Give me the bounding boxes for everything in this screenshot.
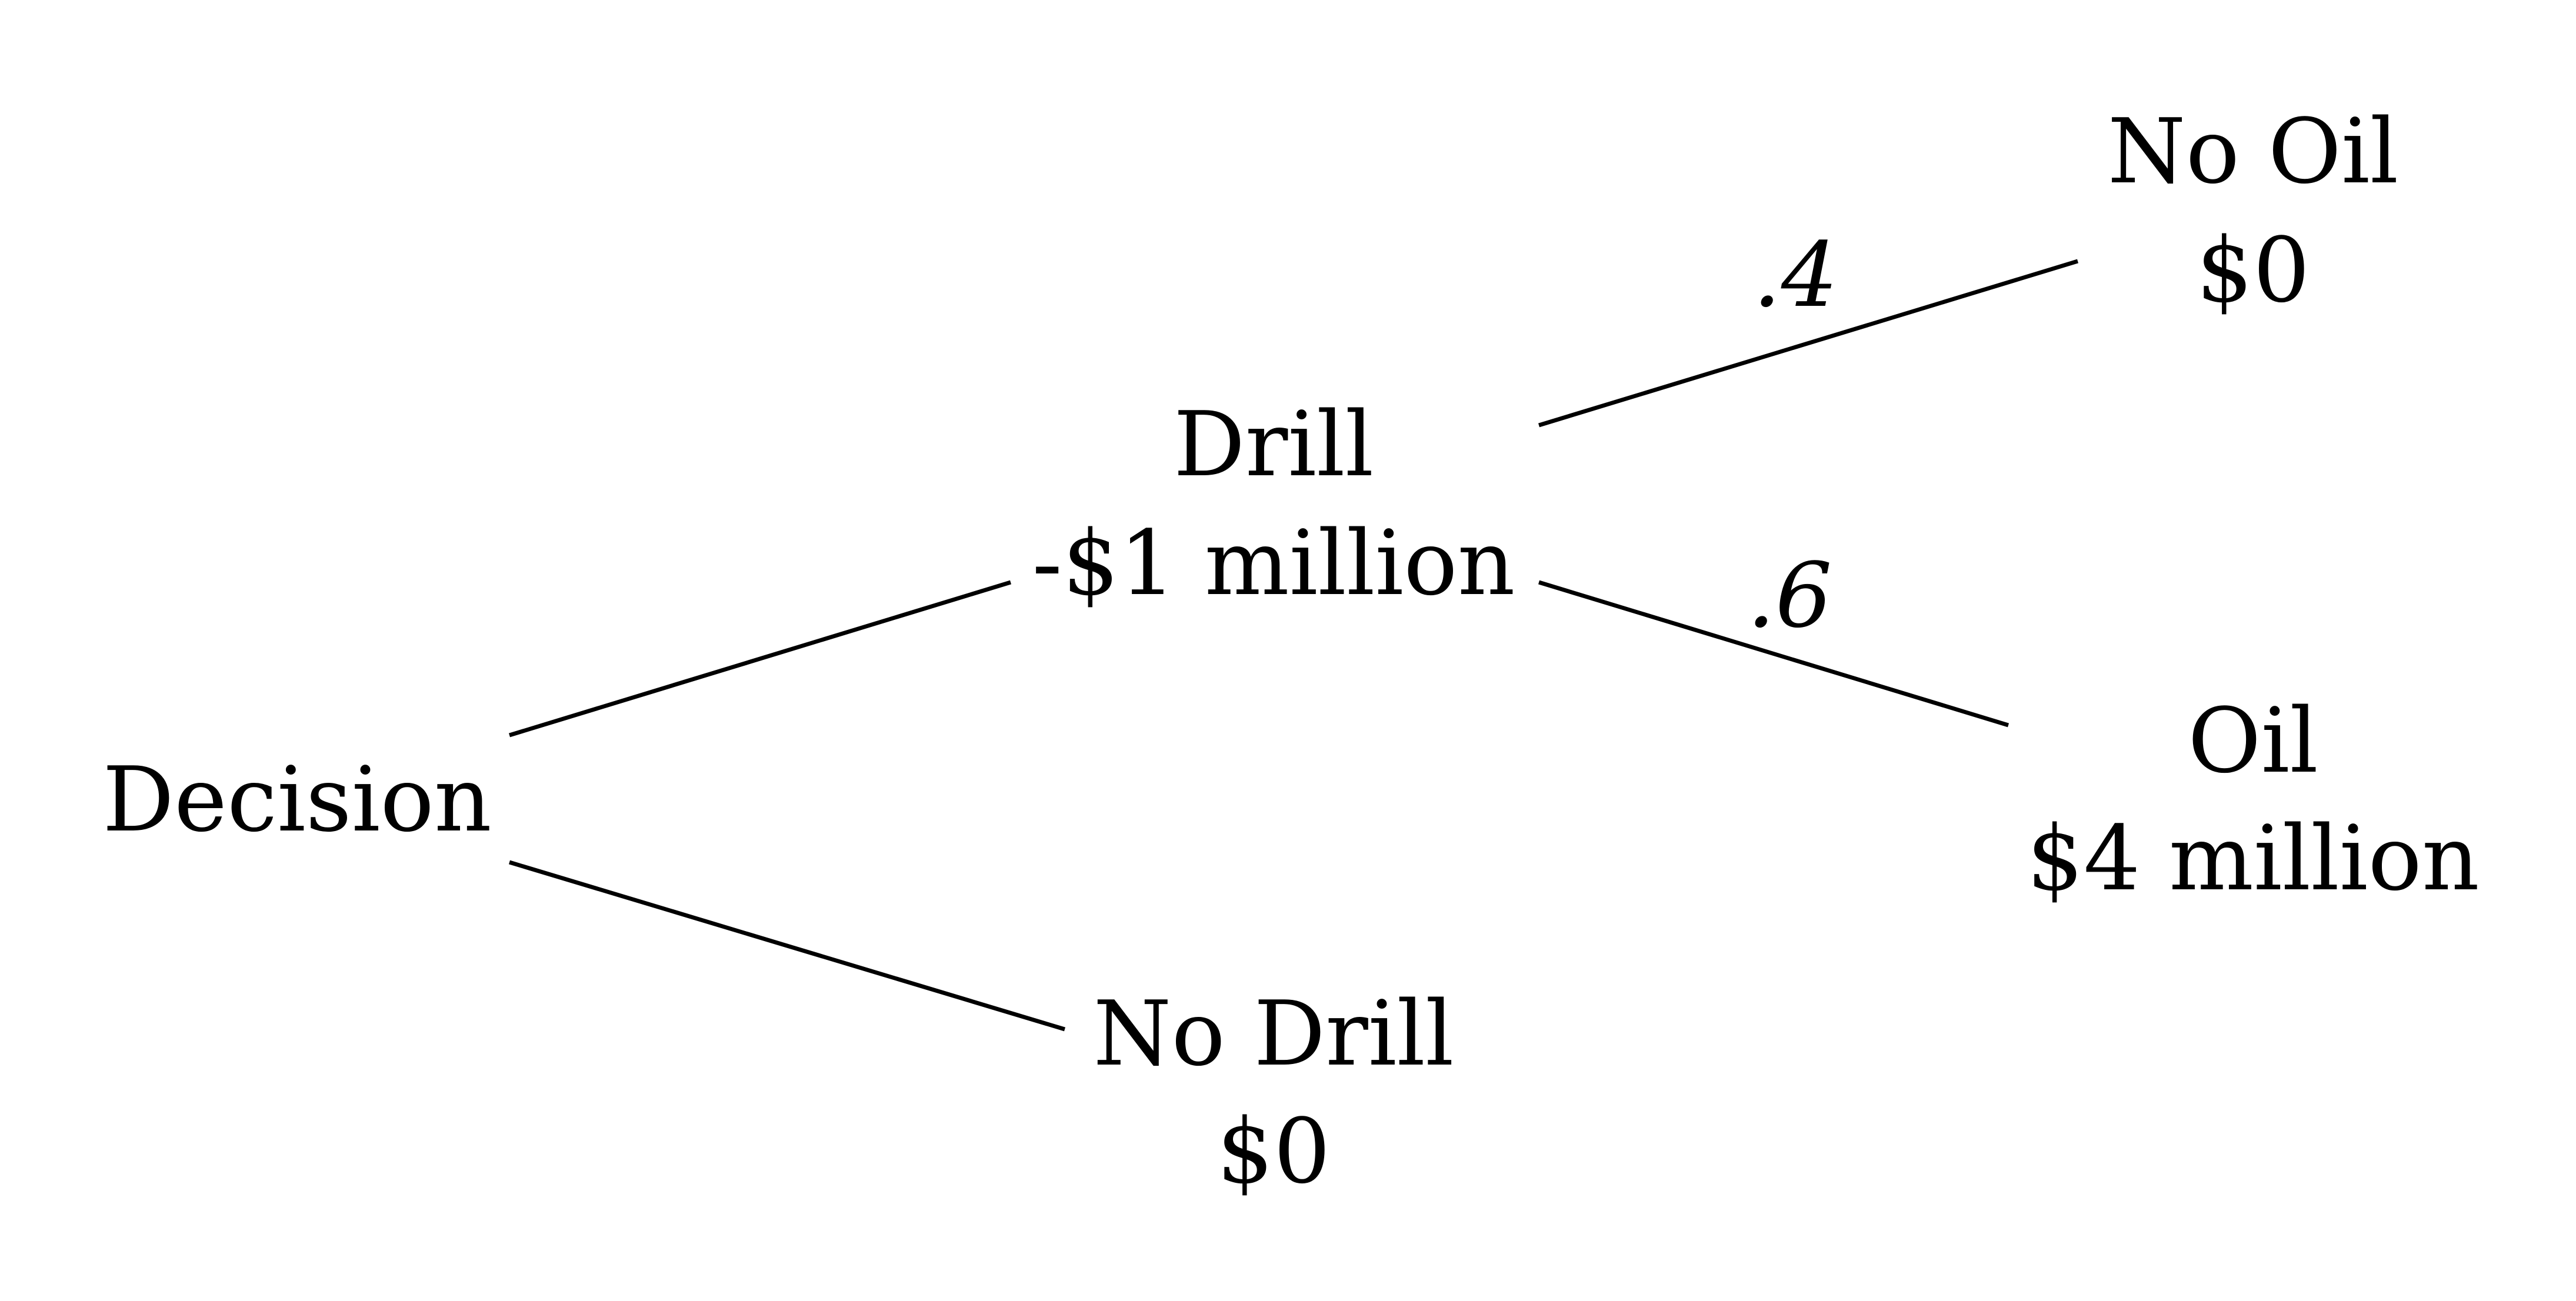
node-oil-value: $4 million [2027, 806, 2480, 910]
node-no-drill-value: $0 [1217, 1099, 1330, 1203]
node-drill-label: Drill [1174, 392, 1374, 496]
node-oil-label: Oil [2188, 689, 2318, 793]
probability-no-oil: .4 [1752, 223, 1838, 327]
edge-drill-to-oil [1538, 580, 2010, 728]
node-no-oil-value: $0 [2196, 218, 2310, 322]
edge-decision-to-no-drill [508, 860, 1066, 1032]
edge-decision-to-drill [508, 580, 1012, 738]
node-no-drill-label: No Drill [1093, 982, 1454, 1086]
edge-drill-to-no-oil [1538, 259, 2079, 428]
node-drill-value: -$1 million [1032, 511, 1515, 615]
probability-oil: .6 [1747, 543, 1832, 648]
node-decision-label: Decision [102, 748, 492, 852]
node-no-oil-label: No Oil [2108, 99, 2399, 204]
